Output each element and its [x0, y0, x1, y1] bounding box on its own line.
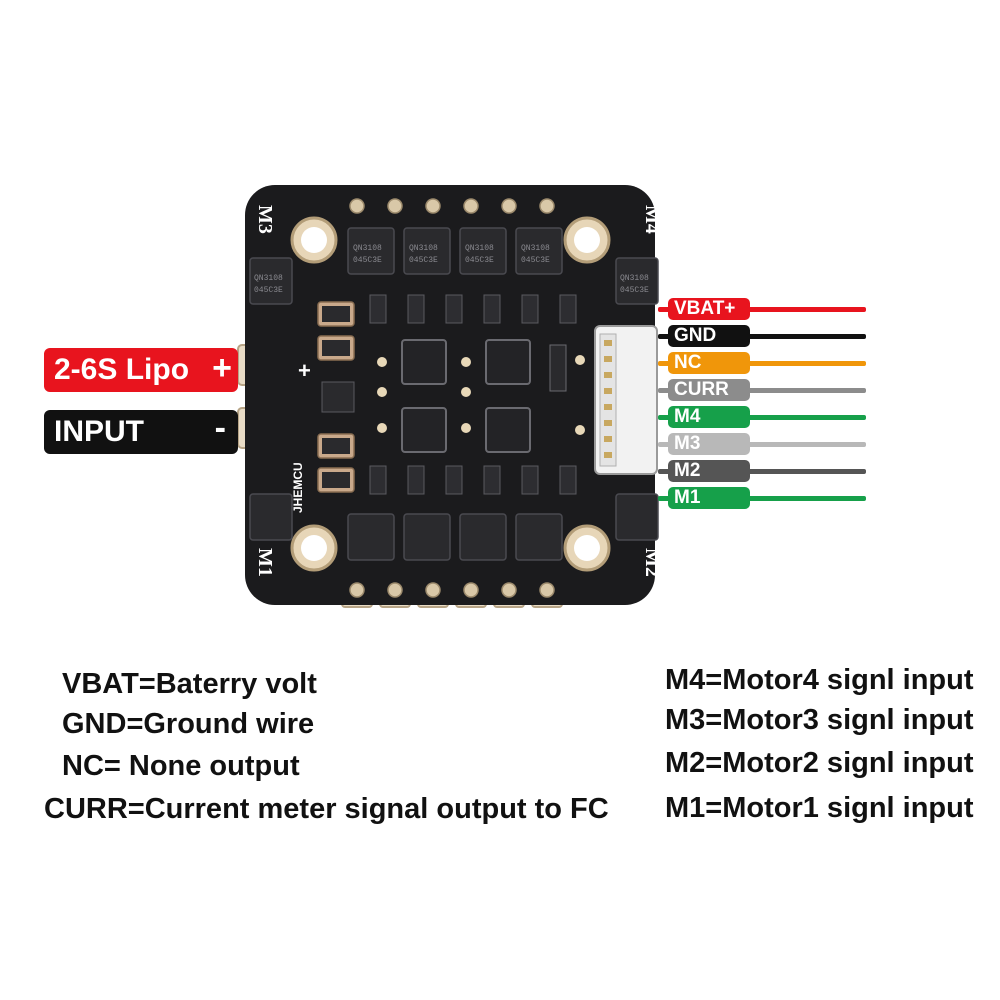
legend-nc: NC= None output — [62, 750, 300, 782]
wire-line — [658, 334, 866, 339]
wire-line — [658, 307, 866, 312]
chip-code: 045C3E — [521, 256, 550, 265]
legend-gnd: GND=Ground wire — [62, 708, 315, 740]
chip-marking: QN3108 — [254, 274, 283, 283]
legend-m1: M1=Motor1 signl input — [665, 792, 974, 824]
mosfet-chips — [249, 227, 659, 561]
legend-curr: CURR=Current meter signal output to FC — [44, 793, 609, 825]
mcu-chips — [401, 339, 531, 453]
legend-m3: M3=Motor3 signl input — [665, 704, 974, 736]
chip-marking: QN3108 — [521, 244, 550, 253]
mounting-holes — [290, 216, 611, 572]
chip-code: 045C3E — [465, 256, 494, 265]
chip-code: 045C3E — [254, 286, 283, 295]
legend-m2: M2=Motor2 signl input — [665, 747, 974, 779]
corner-label-m2: M2 — [641, 548, 663, 577]
chip-marking: QN3108 — [409, 244, 438, 253]
wire-label-m4: M4 — [668, 406, 750, 428]
power-positive-label: 2-6S Lipo — [54, 353, 190, 386]
wire-label-vbat: VBAT+ — [668, 298, 750, 320]
wire-line — [658, 415, 866, 420]
corner-label-m1: M1 — [254, 548, 276, 577]
chip-marking: QN3108 — [465, 244, 494, 253]
wire-line — [658, 361, 866, 366]
minus-symbol: - — [214, 409, 226, 447]
power-negative-tag: INPUT - — [44, 409, 238, 454]
wire-label-m3: M3 — [668, 433, 750, 455]
legend-vbat: VBAT=Baterry volt — [62, 668, 317, 700]
wire-label-m2: M2 — [668, 460, 750, 482]
wire-label-nc: NC — [668, 352, 750, 374]
pcb-body — [245, 185, 655, 605]
legend-m4: M4=Motor4 signl input — [665, 664, 974, 696]
signal-connector — [594, 325, 658, 475]
chip-marking: QN3108 — [353, 244, 382, 253]
silk-brand: JHEMCU — [291, 462, 305, 513]
chip-code: 045C3E — [353, 256, 382, 265]
corner-label-m4: M4 — [641, 205, 663, 234]
plus-symbol: + — [212, 349, 232, 387]
chip-code: 045C3E — [620, 286, 649, 295]
power-positive-tag: 2-6S Lipo + — [44, 348, 238, 392]
chip-code: 045C3E — [409, 256, 438, 265]
wire-label-curr: CURR — [668, 379, 750, 401]
power-negative-label: INPUT — [54, 415, 144, 448]
silk-plus-mark: + — [298, 358, 311, 383]
wire-line — [658, 496, 866, 501]
wire-line — [658, 388, 866, 393]
wire-line — [658, 442, 866, 447]
wire-line — [658, 469, 866, 474]
wire-label-m1: M1 — [668, 487, 750, 509]
corner-label-m3: M3 — [254, 205, 276, 234]
wire-label-gnd: GND — [668, 325, 750, 347]
chip-marking: QN3108 — [620, 274, 649, 283]
